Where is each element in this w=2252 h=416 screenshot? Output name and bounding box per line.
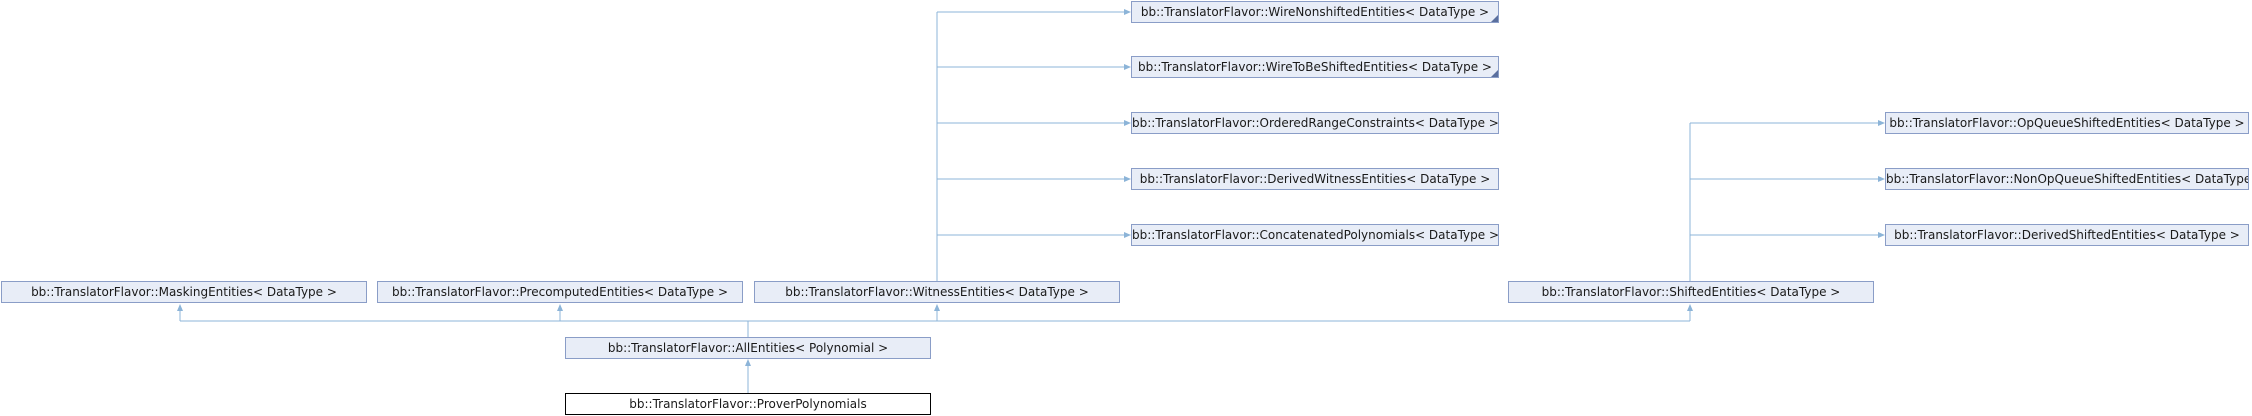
node-wire-nonshifted-entities[interactable]: bb::TranslatorFlavor::WireNonshiftedEnti…: [1131, 1, 1499, 23]
node-label: bb::TranslatorFlavor::WireNonshiftedEnti…: [1140, 5, 1490, 19]
node-all-entities[interactable]: bb::TranslatorFlavor::AllEntities< Polyn…: [565, 337, 931, 359]
node-witness-entities[interactable]: bb::TranslatorFlavor::WitnessEntities< D…: [754, 281, 1120, 303]
arrowhead: [557, 304, 563, 311]
node-label: bb::TranslatorFlavor::DerivedShiftedEnti…: [1894, 228, 2240, 242]
node-concatenated-polynomials[interactable]: bb::TranslatorFlavor::ConcatenatedPolyno…: [1131, 224, 1499, 246]
fold-corner-icon: [1491, 15, 1498, 22]
fold-corner-icon: [1491, 70, 1498, 77]
node-ordered-range-constraints[interactable]: bb::TranslatorFlavor::OrderedRangeConstr…: [1131, 112, 1499, 134]
node-label: bb::TranslatorFlavor::MaskingEntities< D…: [31, 285, 337, 299]
node-wire-to-be-shifted-entities[interactable]: bb::TranslatorFlavor::WireToBeShiftedEnt…: [1131, 56, 1499, 78]
node-label: bb::TranslatorFlavor::WireToBeShiftedEnt…: [1138, 60, 1492, 74]
arrowhead: [1878, 176, 1885, 182]
node-prover-polynomials: bb::TranslatorFlavor::ProverPolynomials: [565, 393, 931, 415]
node-label: bb::TranslatorFlavor::ShiftedEntities< D…: [1541, 285, 1841, 299]
arrowhead: [1124, 232, 1131, 238]
node-shifted-entities[interactable]: bb::TranslatorFlavor::ShiftedEntities< D…: [1508, 281, 1874, 303]
arrowhead: [934, 304, 940, 311]
arrowhead: [1878, 120, 1885, 126]
arrowhead: [1878, 232, 1885, 238]
node-label: bb::TranslatorFlavor::ProverPolynomials: [629, 397, 867, 411]
arrowhead: [1687, 304, 1693, 311]
node-non-op-queue-shifted-entities[interactable]: bb::TranslatorFlavor::NonOpQueueShiftedE…: [1885, 168, 2249, 190]
arrowhead: [1124, 120, 1131, 126]
node-label: bb::TranslatorFlavor::OpQueueShiftedEnti…: [1889, 116, 2245, 130]
node-derived-witness-entities[interactable]: bb::TranslatorFlavor::DerivedWitnessEnti…: [1131, 168, 1499, 190]
arrowhead: [1124, 64, 1131, 70]
node-label: bb::TranslatorFlavor::WitnessEntities< D…: [785, 285, 1089, 299]
node-label: bb::TranslatorFlavor::DerivedWitnessEnti…: [1139, 172, 1491, 186]
node-precomputed-entities[interactable]: bb::TranslatorFlavor::PrecomputedEntitie…: [377, 281, 743, 303]
node-op-queue-shifted-entities[interactable]: bb::TranslatorFlavor::OpQueueShiftedEnti…: [1885, 112, 2249, 134]
node-label: bb::TranslatorFlavor::ConcatenatedPolyno…: [1132, 228, 1499, 242]
node-masking-entities[interactable]: bb::TranslatorFlavor::MaskingEntities< D…: [1, 281, 367, 303]
arrowhead: [1124, 176, 1131, 182]
node-label: bb::TranslatorFlavor::AllEntities< Polyn…: [607, 341, 889, 355]
node-label: bb::TranslatorFlavor::OrderedRangeConstr…: [1132, 116, 1499, 130]
arrowhead: [1124, 9, 1131, 15]
node-label: bb::TranslatorFlavor::NonOpQueueShiftedE…: [1886, 172, 2249, 186]
arrowhead: [745, 359, 751, 366]
node-derived-shifted-entities[interactable]: bb::TranslatorFlavor::DerivedShiftedEnti…: [1885, 224, 2249, 246]
node-label: bb::TranslatorFlavor::PrecomputedEntitie…: [391, 285, 729, 299]
arrowhead: [177, 304, 183, 311]
